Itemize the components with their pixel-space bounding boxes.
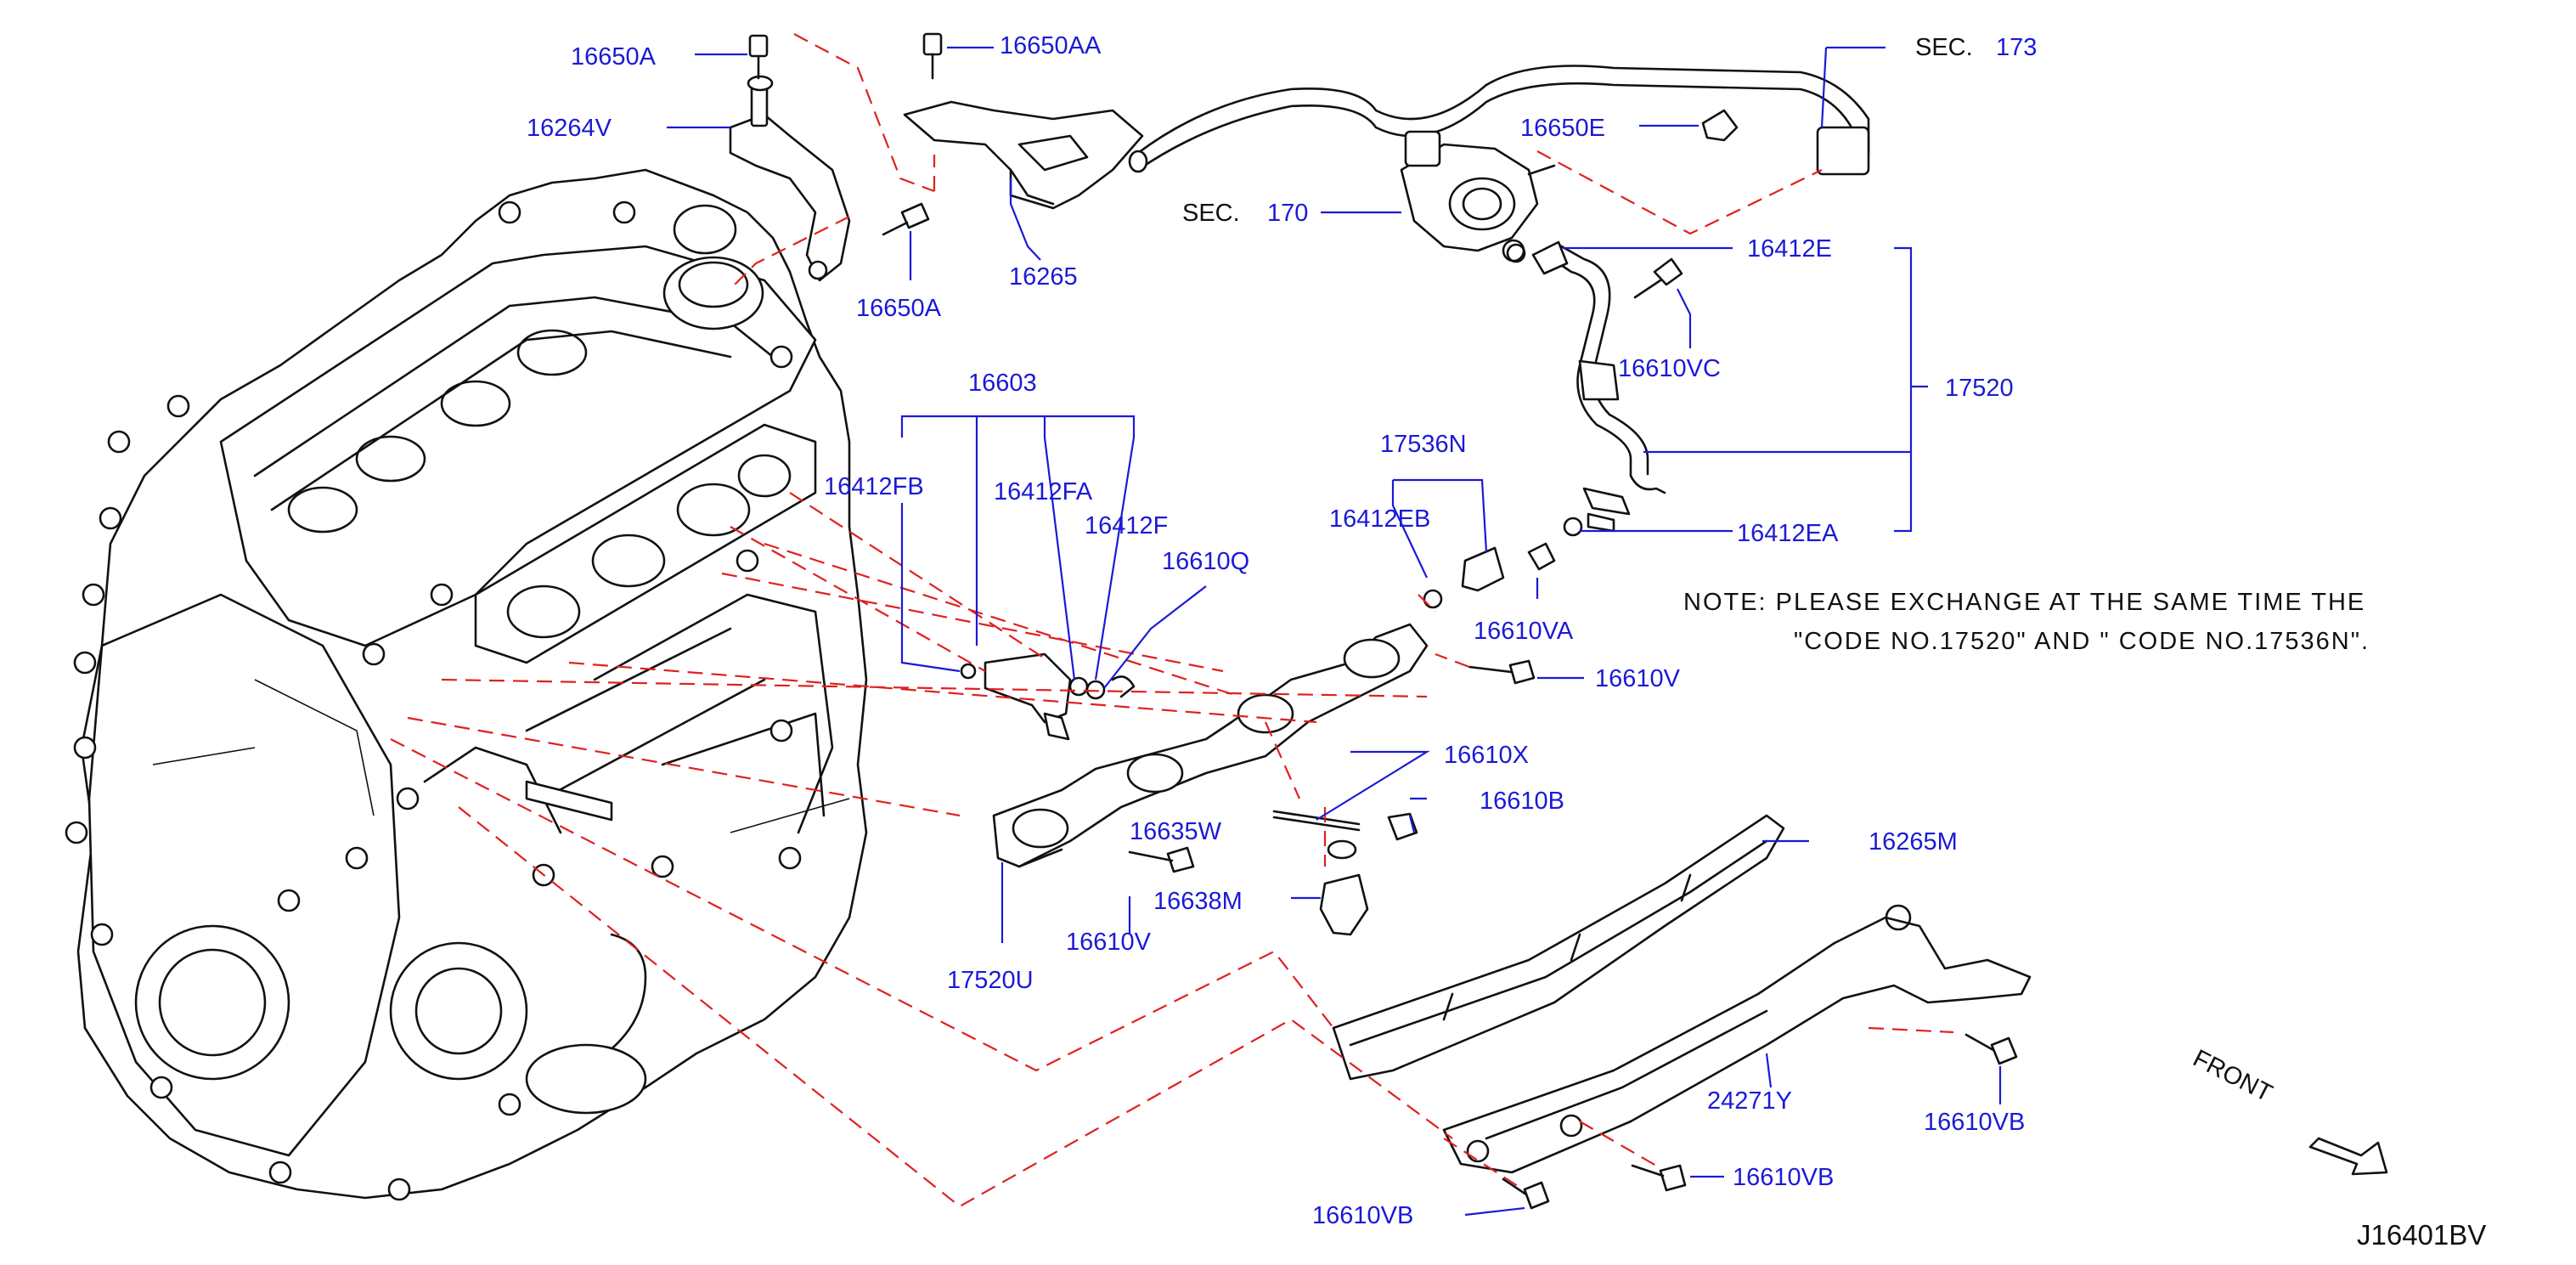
label-17536n: 17536N bbox=[1380, 431, 1467, 458]
note-block: NOTE: PLEASE EXCHANGE AT THE SAME TIME T… bbox=[1683, 589, 2370, 655]
clip-16650e bbox=[1701, 109, 1739, 142]
label-16412fb: 16412FB bbox=[824, 473, 924, 500]
injector-16603-drawing bbox=[960, 652, 1136, 741]
label-16610vc: 16610VC bbox=[1618, 355, 1721, 382]
label-16412eb: 16412EB bbox=[1329, 505, 1430, 533]
engine-assembly-drawing bbox=[65, 168, 868, 1201]
sec-173-number: 173 bbox=[1996, 34, 2037, 61]
front-arrow-icon bbox=[2308, 1137, 2388, 1176]
label-16610vb-mid: 16610VB bbox=[1733, 1164, 1834, 1191]
front-label: FRONT bbox=[2189, 1045, 2277, 1108]
bracket-16264v-drawing bbox=[729, 75, 851, 282]
label-16412f: 16412F bbox=[1085, 512, 1168, 539]
label-16610vb-right: 16610VB bbox=[1924, 1109, 2025, 1136]
bolt-16610v-right bbox=[1468, 659, 1536, 685]
note-line-2: "CODE NO.17520" AND " CODE NO.17536N". bbox=[1794, 628, 2370, 655]
label-16610v-lower: 16610V bbox=[1066, 929, 1152, 956]
diagram-code: J16401BV bbox=[2357, 1219, 2486, 1251]
label-16265: 16265 bbox=[1009, 263, 1078, 291]
label-16610vb-left: 16610VB bbox=[1312, 1202, 1413, 1229]
engine-bolts bbox=[65, 200, 802, 1201]
label-16412e: 16412E bbox=[1747, 235, 1832, 263]
bracket-24271y-drawing bbox=[1442, 904, 2032, 1174]
nut-16610b bbox=[1387, 812, 1418, 841]
leader-lines bbox=[667, 46, 2002, 1217]
sensor-16638m-drawing bbox=[1319, 839, 1369, 936]
section-references: SEC. 173 SEC. 170 bbox=[1182, 34, 2037, 227]
bolt-16610vb-left bbox=[1502, 1177, 1550, 1210]
bolt-16610vb-right bbox=[1964, 1033, 2018, 1065]
bolt-16650a-mid bbox=[882, 202, 930, 236]
sensor-17536n-drawing bbox=[1423, 542, 1556, 609]
label-16650a-mid: 16650A bbox=[856, 295, 942, 322]
label-16650aa: 16650AA bbox=[1000, 32, 1102, 59]
cover-16265-drawing bbox=[903, 100, 1144, 210]
bolt-16650aa bbox=[922, 32, 943, 80]
label-16650e: 16650E bbox=[1520, 115, 1605, 142]
dashed-assembly-lines bbox=[390, 33, 1954, 1208]
bolt-16610v-lower bbox=[1128, 846, 1195, 873]
sec-170-number: 170 bbox=[1267, 200, 1308, 227]
label-16412ea: 16412EA bbox=[1737, 520, 1839, 547]
label-16412fa: 16412FA bbox=[994, 478, 1093, 505]
sec-173-prefix: SEC. bbox=[1915, 34, 1973, 61]
bolt-16650a-top bbox=[748, 34, 769, 80]
label-24271y: 24271Y bbox=[1707, 1087, 1792, 1115]
label-17520: 17520 bbox=[1945, 375, 2014, 402]
fuel-tube-17520 bbox=[1506, 240, 1666, 537]
label-16650a-top: 16650A bbox=[571, 43, 657, 71]
label-16610v-right: 16610V bbox=[1595, 665, 1681, 692]
sec-170-prefix: SEC. bbox=[1182, 200, 1240, 227]
label-16603: 16603 bbox=[968, 370, 1037, 397]
label-16638m: 16638M bbox=[1153, 888, 1243, 915]
label-16610b: 16610B bbox=[1480, 788, 1564, 815]
label-16610va: 16610VA bbox=[1474, 618, 1574, 645]
bolt-16610vc bbox=[1633, 257, 1683, 299]
fuel-rail-17520u-drawing bbox=[992, 623, 1429, 868]
fuel-pump-drawing bbox=[1400, 130, 1556, 263]
bolt-16610vb-mid bbox=[1631, 1164, 1687, 1192]
label-17520u: 17520U bbox=[947, 967, 1034, 994]
label-16610x: 16610X bbox=[1444, 742, 1529, 769]
note-line-1: NOTE: PLEASE EXCHANGE AT THE SAME TIME T… bbox=[1683, 589, 2365, 616]
stud-16610x bbox=[1272, 810, 1361, 832]
fuel-hose-sec173 bbox=[1128, 65, 1870, 176]
protector-16265m-drawing bbox=[1332, 814, 1785, 1081]
label-16635w: 16635W bbox=[1130, 818, 1222, 845]
part-labels: 16650A 16650AA 16264V 16650E 16265 16650… bbox=[527, 32, 2025, 1229]
label-16264v: 16264V bbox=[527, 115, 612, 142]
label-16265m: 16265M bbox=[1869, 828, 1958, 856]
label-16610q: 16610Q bbox=[1162, 548, 1249, 575]
